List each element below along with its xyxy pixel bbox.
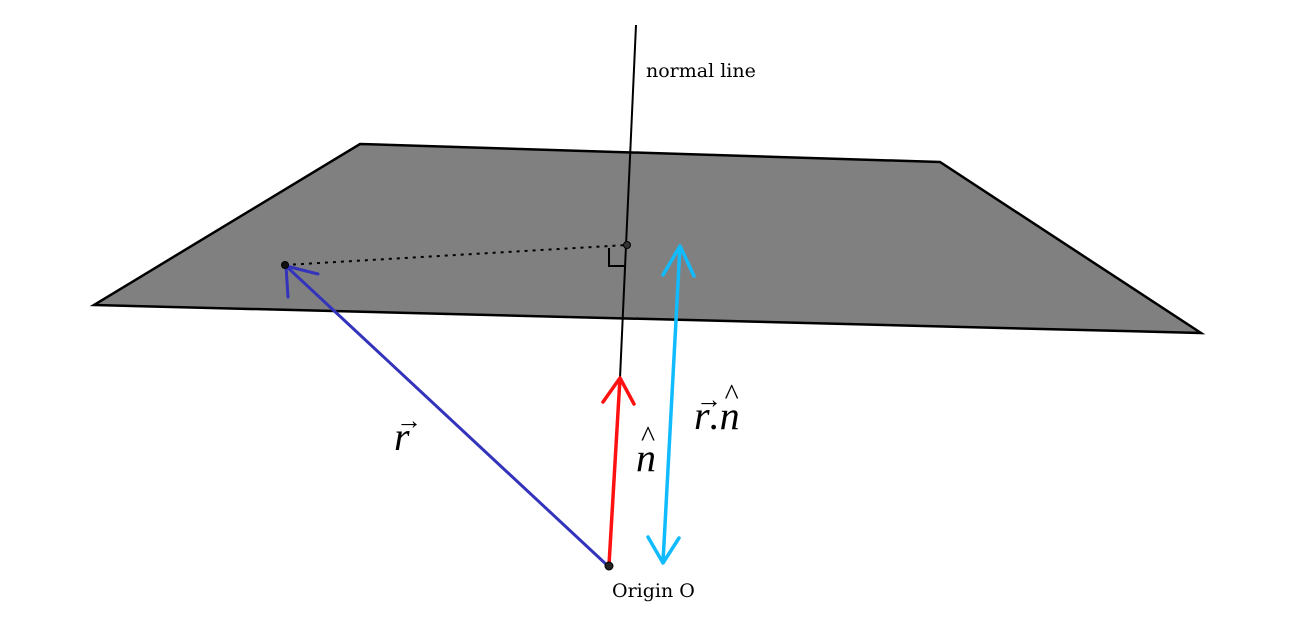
- origin-point: [604, 561, 614, 571]
- unit-normal-n-arrow: [601, 376, 636, 566]
- plane: [89, 142, 1206, 335]
- normal-foot-point: [623, 241, 631, 249]
- normal-line-label: normal line: [646, 60, 756, 82]
- right-angle-marker: [608, 248, 626, 267]
- r-symbol: r: [694, 393, 710, 438]
- dotted-line: [284, 244, 628, 266]
- origin-label: Origin O: [612, 580, 695, 602]
- n-hat-label: ^n: [636, 422, 656, 480]
- vector-arrow-glyph: →: [396, 406, 422, 435]
- n-symbol: n: [636, 435, 656, 480]
- r-vector-label: →r: [394, 408, 422, 459]
- hat-glyph: ^: [724, 378, 739, 411]
- n-symbol: n: [719, 393, 740, 438]
- projection-double-arrow: [646, 244, 696, 565]
- point-on-plane: [281, 261, 289, 269]
- r-symbol: r: [394, 414, 410, 459]
- r-dot-n-label: →r.^n: [694, 380, 740, 438]
- normal-line: [619, 24, 637, 379]
- dot-separator: .: [709, 393, 720, 438]
- hat-glyph: ^: [641, 420, 656, 453]
- vector-arrow-glyph: →: [696, 385, 722, 414]
